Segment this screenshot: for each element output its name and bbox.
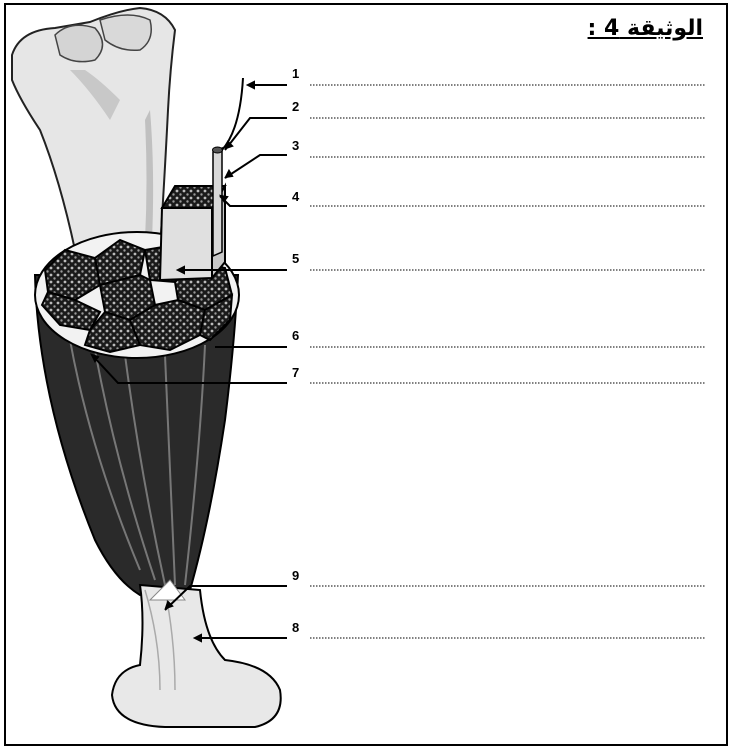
label-8: 8 <box>292 620 299 635</box>
label-4: 4 <box>292 189 300 204</box>
label-9: 9 <box>292 568 299 583</box>
label-2: 2 <box>292 99 299 114</box>
answer-lines <box>310 85 706 638</box>
label-7: 7 <box>292 365 299 380</box>
label-3: 3 <box>292 138 299 153</box>
number-labels: 1 2 3 4 5 6 7 8 9 <box>292 66 300 635</box>
label-6: 6 <box>292 328 299 343</box>
label-5: 5 <box>292 251 299 266</box>
muscle-fiber <box>213 78 244 256</box>
bone <box>12 8 175 250</box>
label-1: 1 <box>292 66 299 81</box>
tendon <box>112 580 281 727</box>
